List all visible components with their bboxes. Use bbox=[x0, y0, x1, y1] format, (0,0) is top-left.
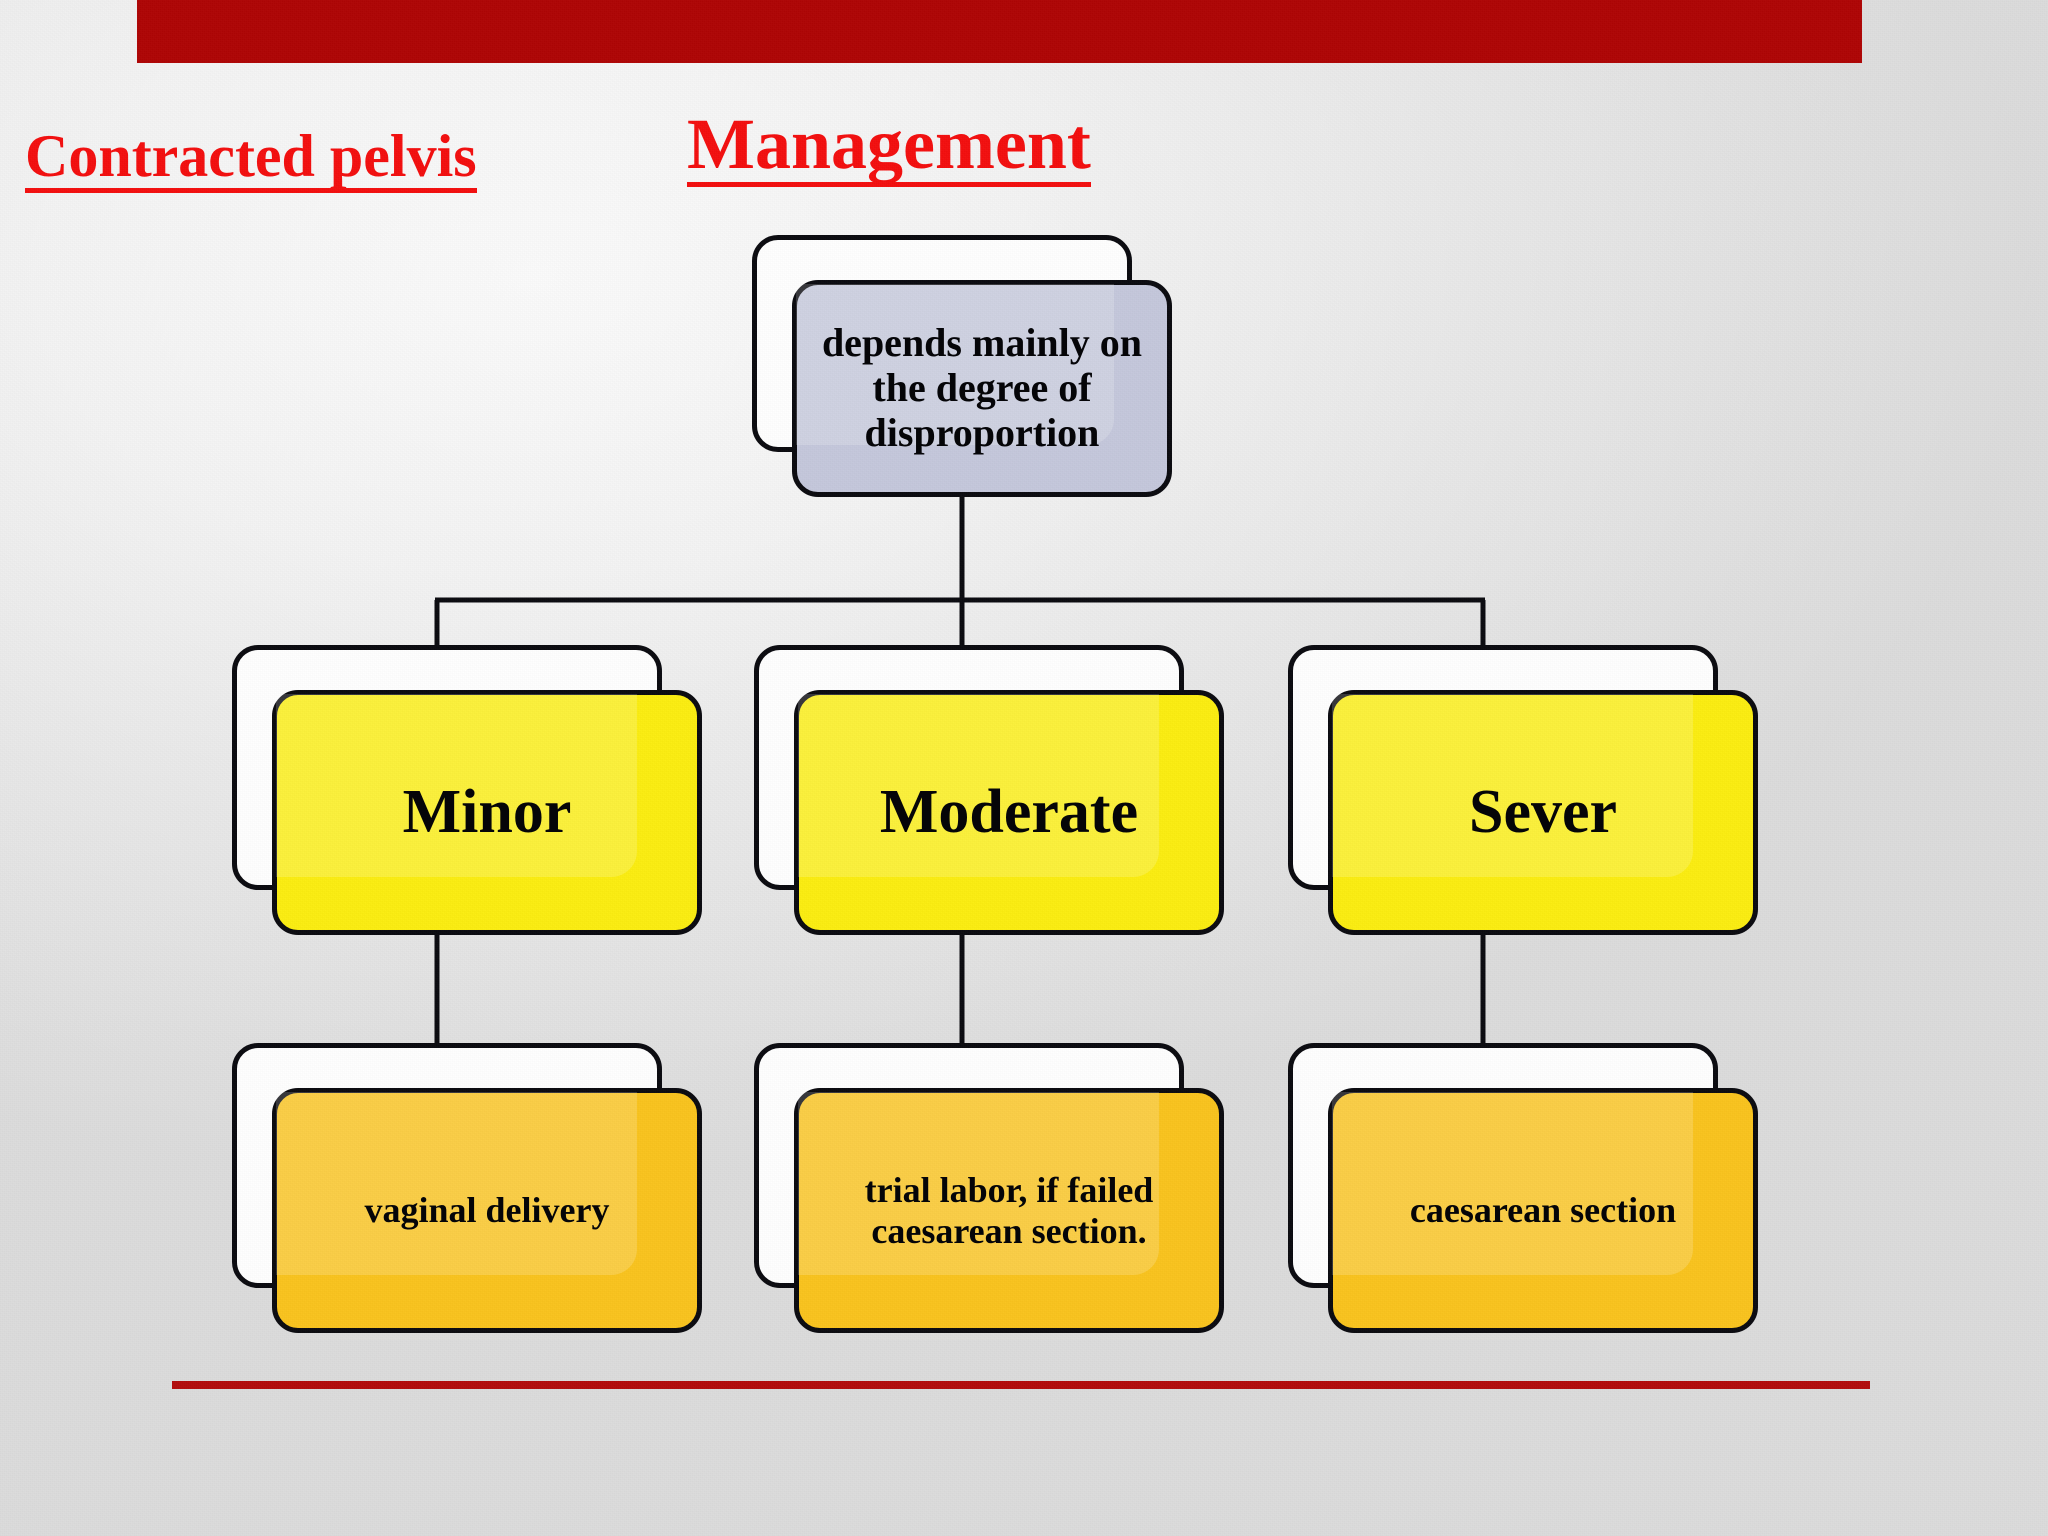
card-front-sever-outcome[interactable]: caesarean section bbox=[1328, 1088, 1758, 1333]
node-root[interactable]: depends mainly on the degree of dispropo… bbox=[752, 235, 1172, 497]
node-sever-outcome-label: caesarean section bbox=[1409, 1190, 1677, 1231]
node-root-label: depends mainly on the degree of dispropo… bbox=[821, 320, 1143, 455]
card-front-moderate-outcome[interactable]: trial labor, if failed caesarean section… bbox=[794, 1088, 1224, 1333]
node-minor-outcome[interactable]: vaginal delivery bbox=[232, 1043, 702, 1333]
card-front-moderate[interactable]: Moderate bbox=[794, 690, 1224, 935]
node-sever[interactable]: Sever bbox=[1288, 645, 1758, 935]
page-title-management: Management bbox=[687, 108, 1091, 187]
node-minor-outcome-label: vaginal delivery bbox=[364, 1190, 610, 1231]
title-row: Contracted pelvis Management bbox=[0, 106, 2048, 193]
node-sever-label: Sever bbox=[1468, 777, 1618, 846]
card-front-root[interactable]: depends mainly on the degree of dispropo… bbox=[792, 280, 1172, 497]
card-front-minor[interactable]: Minor bbox=[272, 690, 702, 935]
card-front-minor-outcome[interactable]: vaginal delivery bbox=[272, 1088, 702, 1333]
node-moderate-outcome[interactable]: trial labor, if failed caesarean section… bbox=[754, 1043, 1224, 1333]
page-title-contracted-pelvis: Contracted pelvis bbox=[25, 126, 477, 193]
node-moderate-label: Moderate bbox=[879, 777, 1139, 846]
node-minor[interactable]: Minor bbox=[232, 645, 702, 935]
node-moderate[interactable]: Moderate bbox=[754, 645, 1224, 935]
bottom-rule bbox=[172, 1381, 1870, 1389]
node-minor-label: Minor bbox=[402, 777, 572, 846]
node-sever-outcome[interactable]: caesarean section bbox=[1288, 1043, 1758, 1333]
top-decorative-bar bbox=[137, 0, 1862, 63]
node-moderate-outcome-label: trial labor, if failed caesarean section… bbox=[864, 1170, 1154, 1251]
card-front-sever[interactable]: Sever bbox=[1328, 690, 1758, 935]
